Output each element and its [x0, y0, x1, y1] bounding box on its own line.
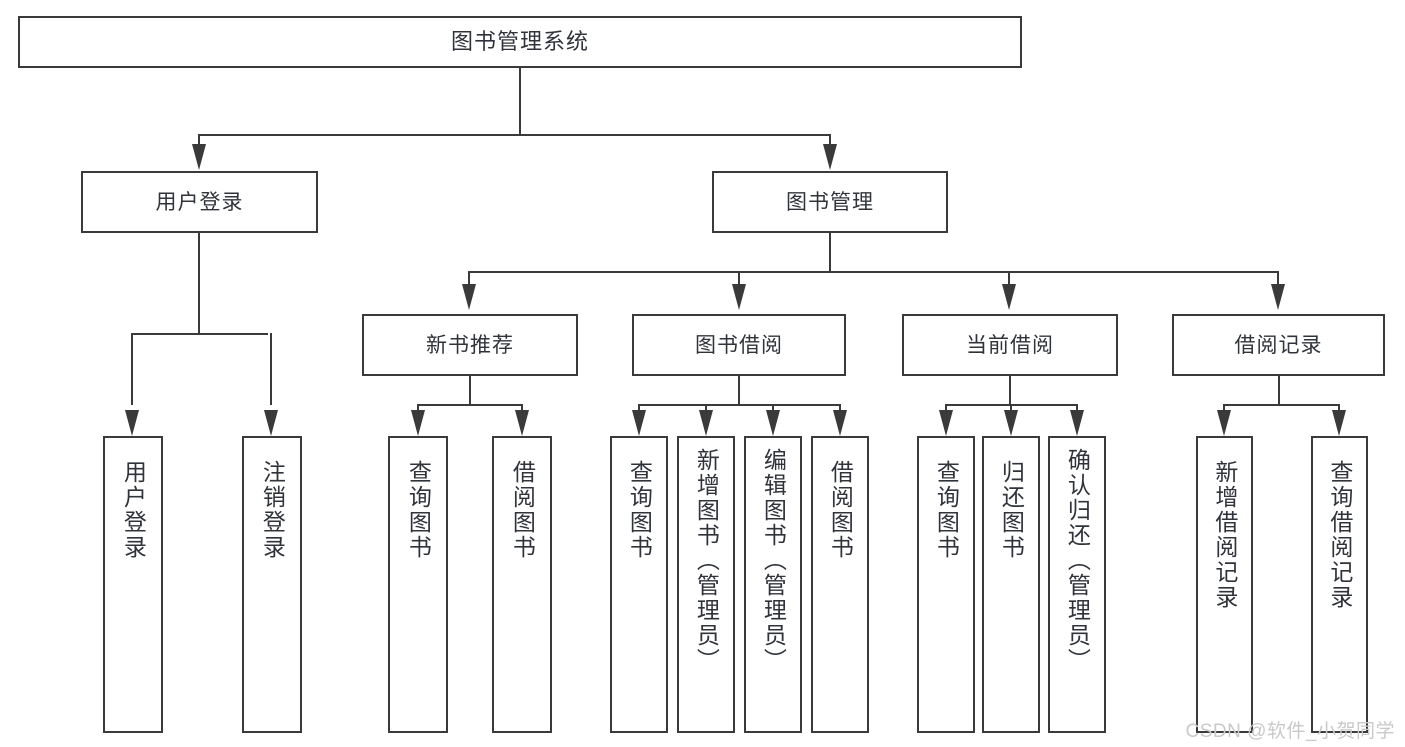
connector-user-login-left — [131, 333, 133, 405]
arrowhead-cb-confirm-return — [1070, 410, 1084, 436]
connector-user-login-bus — [131, 333, 268, 335]
node-label: 当前借阅 — [966, 333, 1054, 357]
leaf-bb-query-book[interactable]: 查询图书 — [610, 436, 668, 733]
connector-bm-to-borrow-record — [1277, 271, 1279, 285]
leaf-bb-edit-book[interactable]: 编辑图书（管理员） — [744, 436, 802, 733]
node-root-book-management-system[interactable]: 图书管理系统 — [18, 16, 1022, 68]
connector-user-login-right — [270, 333, 272, 405]
node-label: 新书推荐 — [426, 333, 514, 357]
connector-cb-2 — [1010, 404, 1012, 411]
arrowhead-bb-edit-book — [766, 410, 780, 436]
leaf-nbr-borrow-book[interactable]: 借阅图书 — [492, 436, 552, 733]
node-label: 用户登录 — [155, 190, 244, 214]
node-label: 确认归还（管理员） — [1064, 448, 1091, 673]
leaf-logout[interactable]: 注销登录 — [242, 436, 302, 733]
arrowhead-bb-borrow-book — [833, 410, 847, 436]
leaf-bb-add-book[interactable]: 新增图书（管理员） — [677, 436, 735, 733]
connector-nbr-left — [417, 404, 419, 411]
node-label: 查询图书 — [405, 460, 432, 560]
leaf-br-query-record[interactable]: 查询借阅记录 — [1311, 436, 1368, 733]
connector-cb-trunk — [1009, 376, 1011, 405]
leaf-nbr-query-book[interactable]: 查询图书 — [388, 436, 448, 733]
node-label: 图书管理系统 — [450, 29, 589, 54]
node-label: 图书管理 — [786, 190, 874, 214]
arrowhead-to-current-borrow — [1002, 284, 1016, 310]
node-label: 新增借阅记录 — [1211, 460, 1238, 610]
node-label: 归还图书 — [998, 460, 1025, 560]
node-label: 查询图书 — [626, 460, 653, 560]
leaf-cb-return-book[interactable]: 归还图书 — [982, 436, 1040, 733]
node-label: 借阅图书 — [509, 460, 536, 560]
arrowhead-to-book-management — [823, 144, 837, 170]
connector-br-right — [1338, 404, 1340, 411]
arrowhead-to-new-book — [462, 284, 476, 310]
connector-root-trunk — [519, 68, 521, 135]
arrowhead-bb-add-book — [699, 410, 713, 436]
node-book-borrow[interactable]: 图书借阅 — [632, 314, 846, 376]
leaf-user-login[interactable]: 用户登录 — [103, 436, 163, 733]
arrowhead-nbr-query-book — [411, 410, 425, 436]
connector-bb-4 — [839, 404, 841, 411]
connector-bm-to-current-borrow — [1008, 271, 1010, 285]
connector-nbr-trunk — [469, 376, 471, 405]
node-label: 查询借阅记录 — [1326, 460, 1353, 610]
arrowhead-cb-query-book — [939, 410, 953, 436]
connector-bb-1 — [638, 404, 640, 411]
connector-br-bus — [1223, 404, 1340, 406]
connector-bm-to-book-borrow — [738, 271, 740, 285]
connector-bb-2 — [705, 404, 707, 411]
node-label: 查询图书 — [933, 460, 960, 560]
connector-cb-3 — [1076, 404, 1078, 411]
node-user-login[interactable]: 用户登录 — [81, 171, 318, 233]
node-label: 新增图书（管理员） — [693, 448, 720, 673]
arrowhead-to-user-login — [192, 144, 206, 170]
leaf-bb-borrow-book[interactable]: 借阅图书 — [811, 436, 869, 733]
node-label: 图书借阅 — [695, 333, 783, 357]
connector-bb-bus — [638, 404, 841, 406]
arrowhead-cb-return-book — [1004, 410, 1018, 436]
node-label: 借阅记录 — [1234, 333, 1323, 357]
connector-br-left — [1223, 404, 1225, 411]
connector-bm-to-new-book — [468, 271, 470, 285]
connector-nbr-bus — [417, 404, 522, 406]
node-borrow-record[interactable]: 借阅记录 — [1172, 314, 1385, 376]
connector-bb-trunk — [738, 376, 740, 405]
connector-user-login-trunk — [198, 233, 200, 334]
arrowhead-bb-query-book — [632, 410, 646, 436]
connector-root-bus — [198, 134, 831, 136]
node-book-management[interactable]: 图书管理 — [712, 171, 948, 233]
arrowhead-br-query-record — [1332, 410, 1346, 436]
arrowhead-to-borrow-record — [1271, 284, 1285, 310]
leaf-br-add-record[interactable]: 新增借阅记录 — [1196, 436, 1253, 733]
arrowhead-br-add-record — [1217, 410, 1231, 436]
leaf-cb-query-book[interactable]: 查询图书 — [917, 436, 975, 733]
connector-book-management-bus — [468, 271, 1279, 273]
connector-root-to-book-management — [829, 134, 831, 148]
node-label: 编辑图书（管理员） — [760, 448, 787, 673]
node-label: 注销登录 — [259, 460, 286, 560]
node-label: 用户登录 — [120, 460, 147, 560]
connector-cb-1 — [945, 404, 947, 411]
node-label: 借阅图书 — [827, 460, 854, 560]
leaf-cb-confirm-return[interactable]: 确认归还（管理员） — [1048, 436, 1106, 733]
connector-root-to-user-login — [198, 134, 200, 148]
node-new-book-recommend[interactable]: 新书推荐 — [362, 314, 578, 376]
connector-br-trunk — [1278, 376, 1280, 405]
connector-book-management-trunk — [829, 233, 831, 273]
node-current-borrow[interactable]: 当前借阅 — [902, 314, 1118, 376]
arrowhead-to-book-borrow — [732, 284, 746, 310]
arrowhead-to-user-login-leaf — [125, 410, 139, 436]
arrowhead-to-logout-leaf — [264, 410, 278, 436]
connector-nbr-right — [521, 404, 523, 411]
arrowhead-nbr-borrow-book — [515, 410, 529, 436]
connector-bb-3 — [772, 404, 774, 411]
